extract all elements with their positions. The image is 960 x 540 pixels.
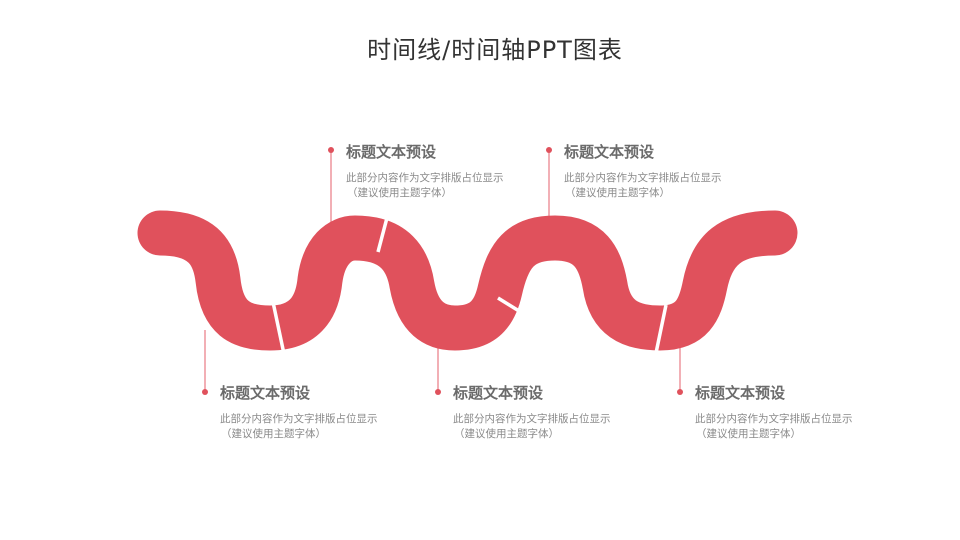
item-description: 此部分内容作为文字排版占位显示 （建议使用主题字体） bbox=[695, 412, 853, 442]
desc-line-2: （建议使用主题字体） bbox=[565, 187, 670, 199]
desc-line-1: 此部分内容作为文字排版占位显示 bbox=[220, 413, 378, 425]
item-heading: 标题文本预设 bbox=[453, 384, 544, 402]
item-heading: 标题文本预设 bbox=[564, 143, 655, 161]
marker-dot bbox=[328, 147, 334, 153]
marker-dot bbox=[677, 389, 683, 395]
item-heading: 标题文本预设 bbox=[346, 143, 437, 161]
item-description: 此部分内容作为文字排版占位显示 （建议使用主题字体） bbox=[564, 171, 722, 201]
segment-divider bbox=[376, 213, 390, 253]
marker-dot bbox=[435, 389, 441, 395]
item-description: 此部分内容作为文字排版占位显示 （建议使用主题字体） bbox=[346, 171, 504, 201]
segment-divider bbox=[654, 304, 668, 354]
desc-line-1: 此部分内容作为文字排版占位显示 bbox=[453, 413, 611, 425]
item-heading: 标题文本预设 bbox=[220, 384, 311, 402]
desc-line-1: 此部分内容作为文字排版占位显示 bbox=[695, 413, 853, 425]
wave-path bbox=[137, 210, 798, 351]
item-description: 此部分内容作为文字排版占位显示 （建议使用主题字体） bbox=[220, 412, 378, 442]
segment-divider bbox=[497, 296, 533, 321]
desc-line-1: 此部分内容作为文字排版占位显示 bbox=[346, 172, 504, 184]
marker-dot bbox=[546, 147, 552, 153]
desc-line-2: （建议使用主题字体） bbox=[221, 428, 326, 440]
timeline-item-5: 标题文本预设 此部分内容作为文字排版占位显示 （建议使用主题字体） bbox=[695, 382, 853, 442]
page-title: 时间线/时间轴PPT图表 bbox=[367, 36, 623, 64]
desc-line-2: （建议使用主题字体） bbox=[696, 428, 801, 440]
timeline-item-2: 标题文本预设 此部分内容作为文字排版占位显示 （建议使用主题字体） bbox=[564, 141, 722, 201]
desc-line-1: 此部分内容作为文字排版占位显示 bbox=[564, 172, 722, 184]
item-heading: 标题文本预设 bbox=[695, 384, 786, 402]
desc-line-2: （建议使用主题字体） bbox=[347, 187, 452, 199]
timeline-item-4: 标题文本预设 此部分内容作为文字排版占位显示 （建议使用主题字体） bbox=[453, 382, 611, 442]
desc-line-2: （建议使用主题字体） bbox=[454, 428, 559, 440]
timeline-item-1: 标题文本预设 此部分内容作为文字排版占位显示 （建议使用主题字体） bbox=[346, 141, 504, 201]
item-description: 此部分内容作为文字排版占位显示 （建议使用主题字体） bbox=[453, 412, 611, 442]
segment-divider bbox=[271, 301, 286, 355]
marker-dot bbox=[202, 389, 208, 395]
timeline-item-3: 标题文本预设 此部分内容作为文字排版占位显示 （建议使用主题字体） bbox=[220, 382, 378, 442]
